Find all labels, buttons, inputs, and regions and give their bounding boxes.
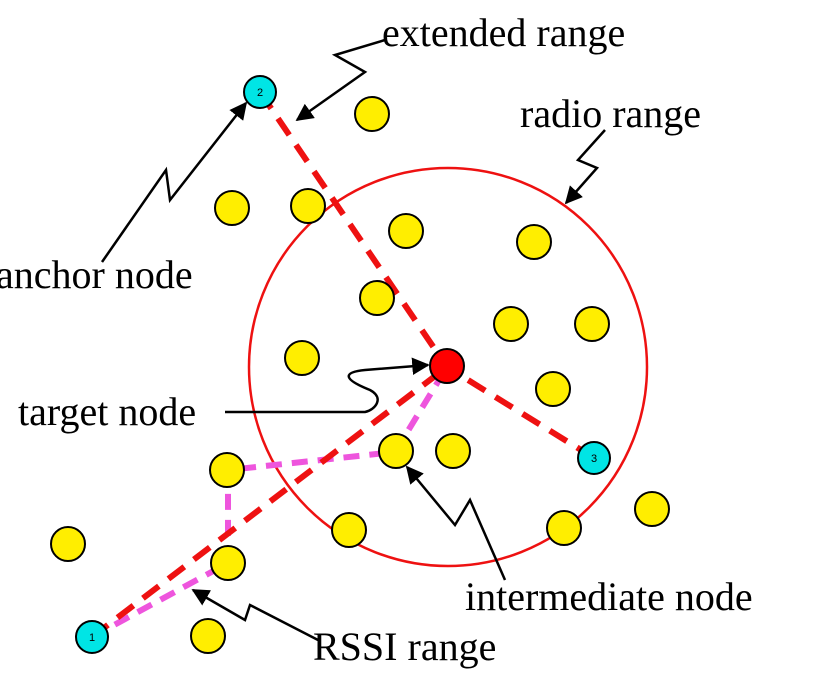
anchor-node-circle xyxy=(243,75,277,109)
sensor-node xyxy=(359,280,395,316)
rssi-range-label: RSSI range xyxy=(313,624,496,669)
extended-range-paths xyxy=(90,90,596,640)
path-anchor-3-to-target xyxy=(445,364,596,461)
anchor-node-number: 1 xyxy=(89,632,95,644)
anchor-node-circle xyxy=(577,441,611,475)
sensor-nodes xyxy=(50,96,670,654)
sensor-node xyxy=(331,512,367,548)
anchor-node-label: anchor node xyxy=(0,252,193,297)
target-node xyxy=(429,348,465,384)
sensor-node xyxy=(516,224,552,260)
target-node-callout-arrow xyxy=(225,357,430,414)
sensor-node xyxy=(574,306,610,342)
path-anchor-1-to-target xyxy=(90,364,449,640)
intermediate-node-label: intermediate node xyxy=(465,574,753,619)
sensor-node xyxy=(290,188,326,224)
anchor-node-1: 1 xyxy=(75,620,109,654)
sensor-node xyxy=(214,190,250,226)
rssi-range-callout-arrow xyxy=(191,588,319,642)
sensor-node xyxy=(210,545,246,581)
sensor-node xyxy=(493,306,529,342)
extended-range-callout-arrow xyxy=(295,38,386,122)
anchor-node-number: 2 xyxy=(257,87,263,99)
anchor-node-2: 2 xyxy=(243,75,277,109)
sensor-node xyxy=(284,340,320,376)
sensor-node xyxy=(435,433,471,469)
sensor-node xyxy=(634,491,670,527)
sensor-node xyxy=(50,526,86,562)
sensor-node xyxy=(354,96,390,132)
anchor-node-number: 3 xyxy=(591,453,597,465)
path-anchor-2-to-target xyxy=(257,90,450,369)
radio-range-label: radio range xyxy=(520,91,701,136)
sensor-node xyxy=(378,433,414,469)
sensor-node xyxy=(209,452,245,488)
anchor-node-3: 3 xyxy=(577,441,611,475)
sensor-node xyxy=(535,371,571,407)
anchor-node-circle xyxy=(75,620,109,654)
intermediate-node-callout-arrow xyxy=(405,465,507,581)
radio-range-callout-arrow xyxy=(564,129,606,205)
extended-range-label: extended range xyxy=(382,10,625,55)
radio-range-circle xyxy=(247,166,649,568)
sensor-node xyxy=(388,213,424,249)
anchor-node-callout-arrow xyxy=(100,101,248,263)
sensor-node xyxy=(190,618,226,654)
sensor-node xyxy=(546,510,582,546)
target-node-label: target node xyxy=(18,389,196,434)
